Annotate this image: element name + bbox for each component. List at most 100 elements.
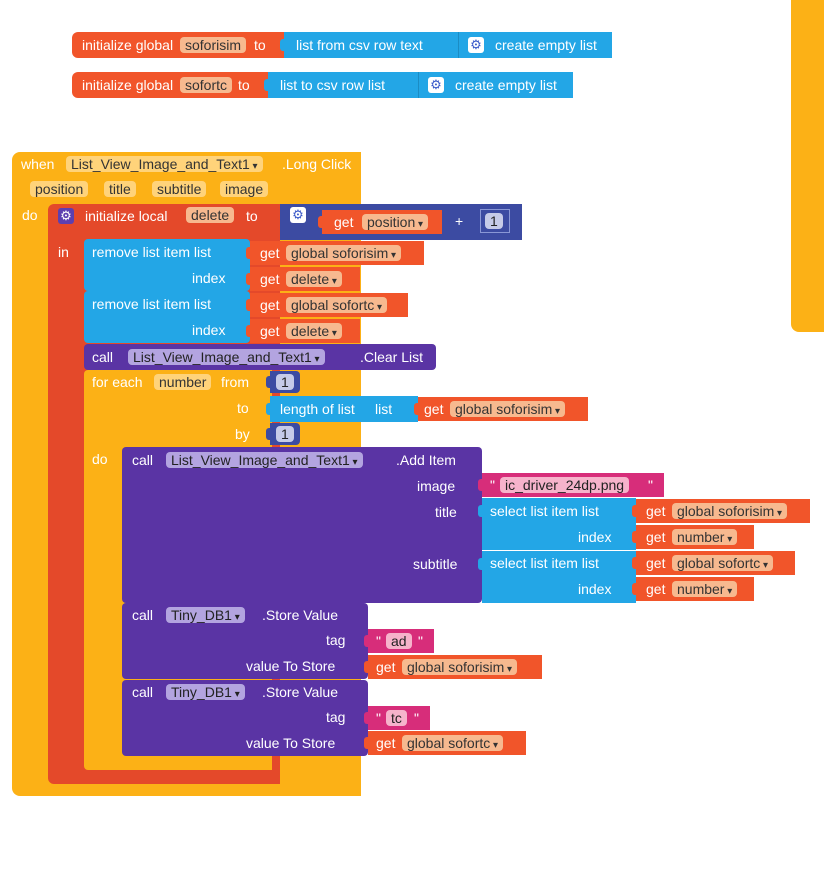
remove-list-item-block-1[interactable]: remove list item list index [84,239,250,291]
text-field[interactable]: ic_driver_24dp.png [500,477,630,493]
global-name-field[interactable]: soforisim [180,37,247,53]
get-label: get [260,297,280,313]
init-global-label: initialize global [82,77,174,93]
init-global-sofortc-block[interactable]: initialize global sofortc to [72,72,268,98]
get-label: get [376,659,396,675]
get-global-soforisim-block[interactable]: get global soforisim [632,499,810,523]
gear-icon[interactable]: ⚙ [428,77,444,93]
add-item-block[interactable]: call List_View_Image_and_Text1 .Add Item… [122,447,482,603]
variable-dropdown[interactable]: global sofortc [286,297,388,313]
number-field[interactable]: 1 [485,213,503,229]
input-connector [632,583,638,595]
component-dropdown[interactable]: Tiny_DB1 [166,607,245,623]
do-label: do [92,451,108,467]
init-local-label: initialize local [85,208,168,224]
variable-dropdown[interactable]: global soforisim [402,659,518,675]
gear-icon[interactable]: ⚙ [290,207,306,223]
when-label: when [21,156,55,172]
get-position-block[interactable]: get position [318,210,442,234]
gear-icon[interactable]: ⚙ [468,37,484,53]
to-label: to [238,77,250,93]
get-global-sofortc-block[interactable]: get global sofortc [632,551,795,575]
to-label: to [246,208,258,224]
number-field[interactable]: 1 [276,374,294,390]
index-label: index [192,322,226,338]
gear-icon[interactable]: ⚙ [58,208,74,224]
method-label: .Add Item [396,452,456,468]
select-list-item-label: select list item list [490,503,599,519]
init-global-soforisim-block[interactable]: initialize global soforisim to [72,32,284,58]
method-label: .Clear List [360,349,424,365]
select-list-item-subtitle-block[interactable]: select list item list index [478,551,636,603]
variable-dropdown[interactable]: delete [286,323,342,339]
get-global-soforisim-block[interactable]: get global soforisim [246,241,424,265]
image-label: image [417,478,456,494]
text-field[interactable]: tc [386,710,407,726]
offscreen-event-block[interactable] [791,0,824,332]
get-global-soforisim-block[interactable]: get global soforisim [364,655,542,679]
get-number-block[interactable]: get number [632,577,754,601]
length-of-list-block[interactable]: length of list list [266,396,418,422]
list-from-csv-row-block[interactable]: list from csv row text [280,32,460,58]
number-block[interactable]: 1 [480,209,510,233]
select-list-item-title-block[interactable]: select list item list index [478,498,636,550]
input-connector [632,505,638,517]
variable-dropdown[interactable]: position [362,214,429,230]
input-connector [246,325,252,337]
select-list-item-label: select list item list [490,555,599,571]
from-label: from [221,374,249,390]
store-value-block-1[interactable]: call Tiny_DB1 .Store Value tag value To … [122,603,368,679]
component-dropdown[interactable]: List_View_Image_and_Text1 [128,349,325,365]
global-name-field[interactable]: sofortc [180,77,233,93]
param-subtitle[interactable]: subtitle [152,181,207,197]
get-number-block[interactable]: get number [632,525,754,549]
close-quote: " [648,477,653,493]
input-connector [266,428,272,440]
create-empty-list-block[interactable]: ⚙ create empty list [418,72,573,98]
variable-dropdown[interactable]: number [672,581,738,597]
param-title[interactable]: title [104,181,136,197]
number-field[interactable]: 1 [276,426,294,442]
get-label: get [260,323,280,339]
variable-dropdown[interactable]: delete [286,271,342,287]
get-delete-block[interactable]: get delete [246,267,360,291]
index-label: index [192,270,226,286]
get-global-sofortc-block[interactable]: get global sofortc [364,731,526,755]
variable-dropdown[interactable]: global sofortc [402,735,504,751]
loop-var-field[interactable]: number [154,374,212,390]
variable-dropdown[interactable]: global sofortc [672,555,774,571]
component-dropdown[interactable]: List_View_Image_and_Text1 [66,156,263,172]
variable-dropdown[interactable]: global soforisim [450,401,566,417]
input-connector [264,79,270,91]
param-image[interactable]: image [220,181,269,197]
store-value-block-2[interactable]: call Tiny_DB1 .Store Value tag value To … [122,680,368,756]
component-dropdown[interactable]: Tiny_DB1 [166,684,245,700]
get-delete-block[interactable]: get delete [246,319,360,343]
param-position[interactable]: position [30,181,89,197]
variable-dropdown[interactable]: number [672,529,738,545]
call-label: call [92,349,114,365]
index-label: index [578,581,612,597]
get-global-sofortc-block[interactable]: get global sofortc [246,293,408,317]
component-dropdown[interactable]: List_View_Image_and_Text1 [166,452,363,468]
get-label: get [646,529,666,545]
clear-list-block[interactable]: call List_View_Image_and_Text1 .Clear Li… [84,344,436,370]
variable-dropdown[interactable]: global soforisim [672,503,788,519]
text-image-block[interactable]: " ic_driver_24dp.png " [478,473,664,497]
variable-dropdown[interactable]: global soforisim [286,245,402,261]
by-label: by [235,426,250,442]
call-label: call [132,607,154,623]
get-global-soforisim-block[interactable]: get global soforisim [414,397,588,421]
input-connector [478,558,484,570]
create-empty-list-block[interactable]: ⚙ create empty list [458,32,612,58]
text-tag-block[interactable]: " ad " [364,629,434,653]
text-tag-block[interactable]: " tc " [364,706,430,730]
from-number-block[interactable]: 1 [266,371,300,393]
by-number-block[interactable]: 1 [266,423,300,445]
input-connector [266,403,272,415]
input-connector [414,403,420,415]
text-field[interactable]: ad [386,633,412,649]
remove-list-item-block-2[interactable]: remove list item list index [84,291,250,343]
local-name-field[interactable]: delete [186,207,235,223]
list-to-csv-row-block[interactable]: list to csv row list [264,72,420,98]
